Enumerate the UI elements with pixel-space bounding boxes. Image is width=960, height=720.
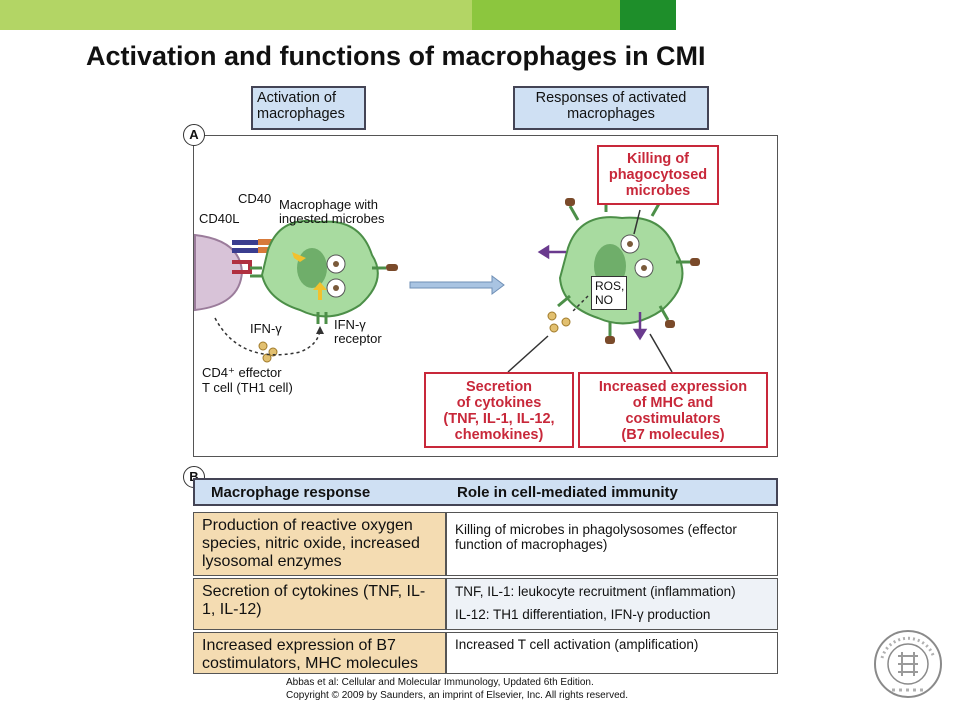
table-row: Increased expression of B7 costimulators… — [193, 632, 778, 674]
fudan-seal-icon — [874, 630, 942, 698]
slide-title: Activation and functions of macrophages … — [86, 41, 706, 71]
responses-header: Responses of activated macrophages — [513, 86, 709, 130]
secretion-line: of cytokines — [456, 395, 542, 411]
secreted-cytokines — [547, 311, 571, 333]
ifn-receptor-label-line1: IFN-γ — [334, 317, 366, 332]
credit-line-1: Abbas et al: Cellular and Molecular Immu… — [286, 677, 594, 688]
table-row: Production of reactive oxygen species, n… — [193, 512, 778, 576]
table-row: Secretion of cytokines (TNF, IL-1, IL-12… — [193, 578, 778, 630]
ifn-gamma-dots — [258, 341, 278, 363]
header-bar-light — [0, 0, 472, 30]
yellow-arrow-upper — [292, 252, 306, 262]
cd40l-label: CD40L — [199, 211, 240, 226]
credit-line-2: Copyright © 2009 by Saunders, an imprint… — [286, 690, 628, 701]
header-bar-mid — [472, 0, 620, 30]
role-line: IL-12: TH1 differentiation, IFN-γ produc… — [455, 607, 711, 622]
table-header: Macrophage response Role in cell-mediate… — [193, 478, 778, 506]
macrophage-label-line2: ingested microbes — [279, 211, 385, 226]
ros-no-box: ROS, NO — [591, 276, 627, 310]
expression-line: costimulators — [625, 411, 721, 427]
killing-line: microbes — [625, 183, 691, 199]
panel-a-label: A — [183, 124, 205, 146]
killing-line: phagocytosed — [608, 167, 708, 183]
secretion-line: Secretion — [465, 379, 533, 395]
response-cell: Increased expression of B7 costimulators… — [193, 632, 446, 674]
role-line: Increased T cell activation (amplificati… — [455, 637, 699, 652]
col-header-role: Role in cell-mediated immunity — [457, 484, 678, 501]
cd4-label-line1: CD4⁺ effector — [202, 365, 282, 380]
secretion-line: chemokines) — [454, 427, 544, 443]
expression-line: of MHC and — [632, 395, 714, 411]
expression-line: Increased expression — [598, 379, 748, 395]
no-label: NO — [595, 293, 613, 307]
activation-header: Activation of macrophages — [251, 86, 366, 130]
role-cell: Increased T cell activation (amplificati… — [446, 632, 778, 674]
ifn-receptor-label-line2: receptor — [334, 331, 382, 346]
role-line: TNF, IL-1: leukocyte recruitment (inflam… — [455, 584, 736, 599]
role-line: Killing of microbes in phagolysosomes (e… — [455, 522, 737, 552]
role-cell: Killing of microbes in phagolysosomes (e… — [446, 512, 778, 576]
response-cell: Secretion of cytokines (TNF, IL-1, IL-12… — [193, 578, 446, 630]
killing-box: Killing of phagocytosed microbes — [597, 145, 719, 205]
cd4-label-line2: T cell (TH1 cell) — [202, 380, 293, 395]
secretion-line: (TNF, IL-1, IL-12, — [443, 411, 555, 427]
secretion-box: Secretion of cytokines (TNF, IL-1, IL-12… — [424, 372, 574, 448]
activation-arrow — [409, 275, 505, 295]
ifn-gamma-label: IFN-γ — [250, 321, 282, 336]
col-header-response: Macrophage response — [211, 484, 371, 501]
yellow-arrow-lower — [313, 282, 327, 300]
killing-line: Killing of — [626, 151, 689, 167]
macrophage-label-line1: Macrophage with — [279, 197, 378, 212]
header-bar-dark — [620, 0, 676, 30]
role-cell: TNF, IL-1: leukocyte recruitment (inflam… — [446, 578, 778, 630]
ifn-gamma-path — [214, 317, 321, 356]
ros-label: ROS, — [595, 279, 625, 293]
expression-box: Increased expression of MHC and costimul… — [578, 372, 768, 448]
expression-line: (B7 molecules) — [621, 427, 725, 443]
cd40-label: CD40 — [238, 191, 272, 206]
response-cell: Production of reactive oxygen species, n… — [193, 512, 446, 576]
